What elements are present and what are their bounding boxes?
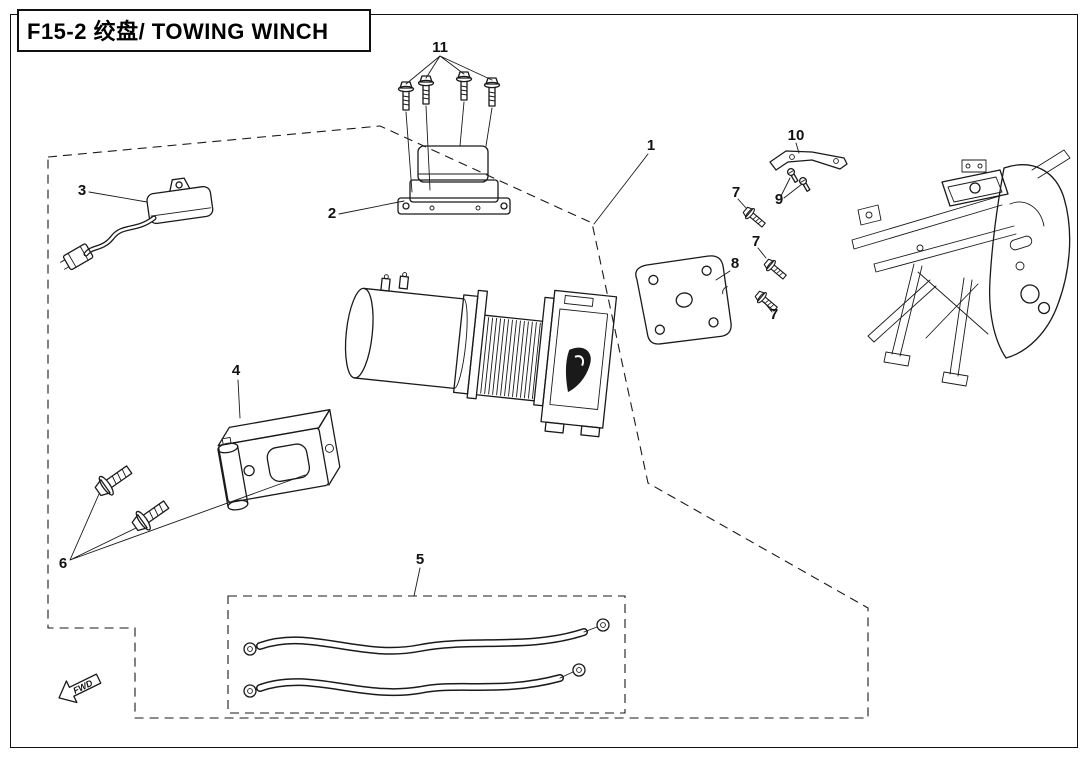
leader-lines: [69, 55, 803, 597]
vehicle-frame-drawing: [851, 149, 1071, 387]
callout-11: 11: [432, 39, 448, 56]
fwd-label: FWD: [71, 678, 94, 696]
mount-bolts-drawing: [91, 459, 174, 537]
callout-7c: 7: [770, 306, 778, 323]
assembly-boundary-dashed: [47, 125, 869, 719]
bolt-drawing: [483, 77, 501, 107]
winch-assembly-drawing: [344, 272, 618, 438]
bolt-drawing: [417, 75, 435, 105]
strap-bracket-drawing: [769, 150, 848, 171]
callout-10: 10: [788, 127, 805, 144]
callout-7a: 7: [732, 184, 740, 201]
page-title: F15-2 绞盘/ TOWING WINCH: [27, 19, 329, 44]
screw-drawing: [797, 175, 813, 193]
contactor-bolts-drawing: [397, 71, 501, 193]
callout-3: 3: [78, 182, 86, 199]
winch-switch-drawing: [60, 177, 214, 271]
title-box: F15-2 绞盘/ TOWING WINCH: [17, 9, 371, 52]
mounting-plate-drawing: [635, 255, 732, 345]
callout-1: 1: [647, 137, 655, 154]
page-border: [10, 14, 1078, 748]
bolt-drawing: [761, 256, 790, 283]
callout-5: 5: [416, 551, 424, 568]
callout-2: 2: [328, 205, 336, 222]
bolt-drawing: [128, 494, 174, 537]
battery-cables-drawing: [243, 618, 610, 698]
callout-9: 9: [775, 191, 783, 208]
callout-7b: 7: [752, 233, 760, 250]
callout-8: 8: [731, 255, 739, 272]
bolt-drawing: [397, 81, 415, 111]
contactor-drawing: [397, 145, 511, 215]
bracket-screws-drawing: [785, 166, 813, 193]
bolt-drawing: [455, 71, 473, 101]
callout-4: 4: [232, 362, 241, 379]
plate-bolts-drawing: [740, 204, 790, 315]
cables-dashed-box: [227, 595, 626, 714]
mount-bracket-drawing: [217, 409, 341, 511]
bolt-drawing: [740, 204, 769, 231]
fwd-direction-arrow: FWD: [58, 673, 102, 704]
callout-6: 6: [59, 555, 67, 572]
